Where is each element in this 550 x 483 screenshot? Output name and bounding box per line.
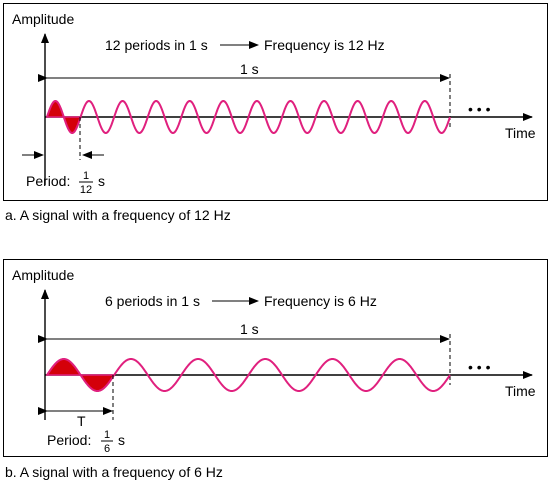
signal-panel-6hz: Amplitude Time 6 periods in 1 s Frequenc… (3, 259, 548, 457)
period-denominator: 12 (80, 184, 92, 196)
x-axis-label: Time (505, 125, 536, 141)
relation-left-text: 12 periods in 1 s (105, 37, 208, 53)
period-unit: s (98, 173, 105, 189)
caption-6hz: b. A signal with a frequency of 6 Hz (5, 464, 223, 480)
period-label: Period: (26, 173, 70, 189)
x-axis-label: Time (505, 383, 536, 399)
sine-wave-6hz (46, 357, 451, 393)
y-axis-label: Amplitude (12, 267, 74, 283)
period-label: Period: (47, 432, 91, 448)
relation-right-text: Frequency is 12 Hz (264, 37, 385, 53)
period-numerator: 1 (83, 170, 89, 182)
signal-diagram-12hz: Amplitude Time 12 periods in 1 s Frequen… (12, 11, 536, 196)
ellipsis: • • • (468, 359, 491, 375)
period-symbol: T (77, 413, 86, 429)
caption-12hz: a. A signal with a frequency of 12 Hz (5, 207, 231, 223)
sine-wave-12hz (46, 100, 451, 134)
period-numerator: 1 (104, 429, 110, 441)
period-denominator: 6 (104, 443, 110, 455)
signal-diagram-6hz: Amplitude Time 6 periods in 1 s Frequenc… (12, 267, 536, 455)
span-label: 1 s (240, 321, 259, 337)
y-axis-label: Amplitude (12, 11, 74, 27)
relation-right-text: Frequency is 6 Hz (264, 293, 377, 309)
span-label: 1 s (240, 61, 259, 77)
signal-panel-12hz: Amplitude Time 12 periods in 1 s Frequen… (3, 3, 548, 201)
ellipsis: • • • (468, 101, 491, 117)
relation-left-text: 6 periods in 1 s (105, 293, 200, 309)
period-unit: s (118, 432, 125, 448)
